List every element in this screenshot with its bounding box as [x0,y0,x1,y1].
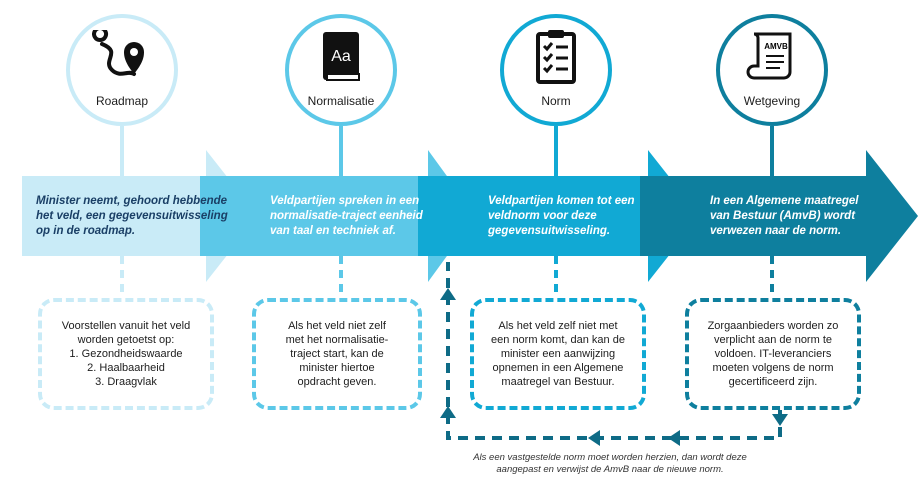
svg-text:Aa: Aa [331,48,351,65]
checklist-clipboard-icon [536,30,576,84]
step-description: Veldpartijen komen tot een veldnorm voor… [488,195,635,237]
feedback-note: Als een vastgestelde norm moet worden he… [473,452,747,475]
step-title: Normalisatie [307,94,375,108]
step-description: In een Algemene maatregel van Bestuur (A… [710,195,859,237]
step-note-text: Zorgaanbieders worden zo verplicht aan d… [707,320,839,388]
amvb-scroll-icon: AMVB [746,32,792,80]
step-note-box: Als het veld zelf niet met een norm komt… [470,298,646,410]
step-circle-norm: Norm [500,14,612,126]
step-note-text: Als het veld zelf niet met een norm komt… [491,320,625,388]
roadmap-pin-icon [92,30,144,76]
feedback-arrowhead [772,414,788,426]
amvb-icon-label: AMVB [764,42,788,51]
feedback-arrowhead [440,288,456,300]
step-description: Veldpartijen spreken in een normalisatie… [270,195,423,237]
step-title: Norm [541,94,571,108]
step-note-box: Voorstellen vanuit het veld worden getoe… [38,298,214,410]
step-note-box: Als het veld niet zelf met het normalisa… [252,298,422,410]
step-note-text: Als het veld niet zelf met het normalisa… [285,320,389,388]
feedback-arrowhead [440,406,456,418]
step-circle-wetgeving: AMVB Wetgeving [716,14,828,126]
arrow-step-1 [22,150,258,282]
step-note-box: Zorgaanbieders worden zo verplicht aan d… [685,298,861,410]
step-note-text: Voorstellen vanuit het veld worden getoe… [61,320,191,388]
arrow-step-3 [418,150,700,282]
step-title: Roadmap [95,94,149,108]
step-description: Minister neemt, gehoord hebbende het vel… [36,195,228,237]
feedback-arrowhead [668,430,680,446]
dictionary-book-icon: Aa [323,32,360,81]
arrow-step-2 [200,150,476,282]
step-circle-roadmap: Roadmap [66,14,178,126]
step-title: Wetgeving [743,94,801,108]
feedback-arrowhead [588,430,600,446]
feedback-loop-line [446,262,782,440]
arrow-step-4 [640,150,918,282]
